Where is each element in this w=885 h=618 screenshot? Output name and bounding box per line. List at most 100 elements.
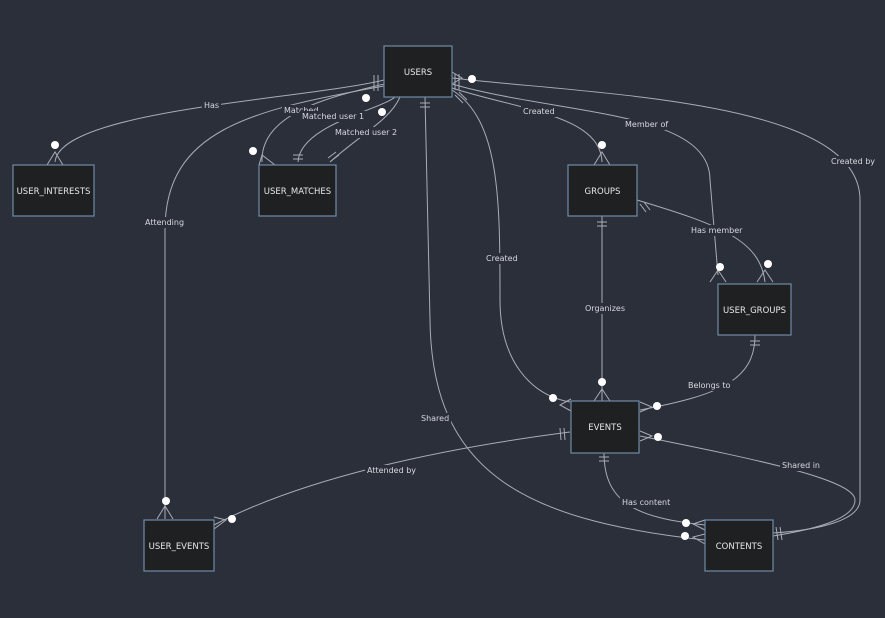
entity-user-groups[interactable]: USER_GROUPS bbox=[717, 283, 792, 336]
crowfoot bbox=[639, 401, 654, 413]
dot bbox=[682, 519, 690, 527]
entity-box bbox=[143, 519, 215, 572]
label-background bbox=[484, 253, 520, 264]
line-users-contents-shared bbox=[424, 96, 706, 541]
crowfoot bbox=[258, 154, 276, 166]
dot bbox=[362, 94, 370, 102]
line-users-contents-createdby bbox=[451, 77, 861, 534]
line-users-user-interests bbox=[54, 79, 385, 163]
label-created-by: Created by bbox=[831, 157, 875, 166]
entity-groups[interactable]: GROUPS bbox=[567, 164, 638, 217]
label-organizes: Organizes bbox=[585, 304, 625, 313]
entity-box bbox=[570, 400, 640, 454]
label-background bbox=[365, 465, 419, 476]
tick bbox=[643, 201, 651, 211]
entity-box bbox=[258, 164, 337, 217]
entity-user-interests[interactable]: USER_INTERESTS bbox=[12, 164, 95, 217]
crowfoot bbox=[756, 269, 774, 283]
label-belongs-to: Belongs to bbox=[688, 381, 731, 390]
label-background bbox=[333, 127, 400, 138]
dot bbox=[654, 433, 662, 441]
tick bbox=[458, 91, 468, 101]
crowfoot bbox=[691, 533, 706, 545]
label-background bbox=[689, 225, 746, 236]
label-background bbox=[583, 303, 628, 314]
entity-user-events[interactable]: USER_EVENTS bbox=[143, 519, 215, 572]
crowfoot bbox=[156, 505, 174, 520]
dot bbox=[598, 378, 606, 386]
crowfoot bbox=[593, 388, 611, 402]
crowfoot bbox=[46, 151, 64, 166]
label-background bbox=[143, 217, 187, 228]
entity-contents[interactable]: CONTENTS bbox=[704, 519, 774, 572]
label-member-of: Member of bbox=[625, 120, 668, 129]
label-matched-user-2: Matched user 2 bbox=[335, 128, 397, 137]
label-background bbox=[282, 105, 321, 116]
line-users-user-events bbox=[164, 85, 385, 519]
entity-users[interactable]: USERS bbox=[383, 45, 453, 98]
relationship-labels: Has Matched Matched user 1 Matched user … bbox=[143, 100, 878, 508]
entity-events[interactable]: EVENTS bbox=[570, 400, 640, 454]
dot bbox=[51, 141, 59, 149]
label-background bbox=[202, 100, 222, 111]
label-matched-user-1: Matched user 1 bbox=[302, 112, 364, 121]
tick bbox=[639, 203, 647, 213]
crowfoot bbox=[558, 398, 572, 412]
crowfoot bbox=[451, 71, 463, 85]
dot bbox=[764, 260, 772, 268]
dot bbox=[468, 75, 476, 83]
label-attended-by: Attended by bbox=[367, 466, 416, 475]
line-events-contents-hascontent bbox=[603, 452, 706, 526]
tick bbox=[327, 151, 337, 159]
tick bbox=[779, 526, 783, 541]
label-has-content: Has content bbox=[622, 498, 670, 507]
crows-feet bbox=[46, 71, 774, 545]
line-user-groups-events bbox=[639, 334, 756, 411]
crowfoot bbox=[593, 151, 611, 166]
label-has-member: Has member bbox=[691, 226, 743, 235]
entity-label: GROUPS bbox=[585, 187, 621, 197]
label-shared-in: Shared in bbox=[782, 461, 820, 470]
entity-label: USER_GROUPS bbox=[723, 306, 786, 316]
label-background bbox=[300, 111, 367, 122]
entity-box bbox=[12, 164, 95, 217]
label-background bbox=[620, 497, 673, 508]
label-background bbox=[521, 106, 557, 117]
label-background bbox=[829, 156, 878, 167]
entity-label: USER_EVENTS bbox=[149, 542, 210, 552]
cardinality-marks bbox=[293, 74, 783, 541]
entity-label: USER_MATCHES bbox=[264, 187, 331, 197]
line-events-user-events bbox=[213, 431, 571, 526]
dot bbox=[681, 532, 689, 540]
label-background bbox=[623, 119, 671, 130]
entity-box bbox=[567, 164, 638, 217]
crowfoot bbox=[691, 519, 706, 531]
label-created-events: Created bbox=[486, 254, 518, 263]
line-groups-user-groups bbox=[636, 199, 766, 283]
tick bbox=[559, 427, 562, 441]
dot bbox=[162, 497, 170, 505]
crowfoot bbox=[213, 516, 228, 530]
tick bbox=[330, 154, 340, 162]
dot bbox=[549, 394, 557, 402]
entity-user-matches[interactable]: USER_MATCHES bbox=[258, 164, 337, 217]
entity-label: EVENTS bbox=[588, 423, 622, 433]
entity-label: USERS bbox=[404, 68, 432, 78]
dot bbox=[653, 402, 661, 410]
tick bbox=[454, 94, 464, 104]
crowfoot bbox=[639, 430, 654, 442]
label-created-groups: Created bbox=[523, 107, 555, 116]
dot bbox=[378, 108, 386, 116]
dot bbox=[249, 147, 257, 155]
entity-box bbox=[704, 519, 774, 572]
line-users-groups bbox=[451, 87, 603, 163]
label-has: Has bbox=[204, 101, 219, 110]
optionality-dots bbox=[51, 75, 772, 540]
entity-label: CONTENTS bbox=[716, 542, 763, 552]
entity-label: USER_INTERESTS bbox=[17, 187, 91, 197]
line-users-events-created bbox=[451, 89, 571, 403]
entity-box bbox=[717, 283, 792, 336]
entity-box bbox=[383, 45, 453, 98]
label-background bbox=[780, 460, 822, 471]
